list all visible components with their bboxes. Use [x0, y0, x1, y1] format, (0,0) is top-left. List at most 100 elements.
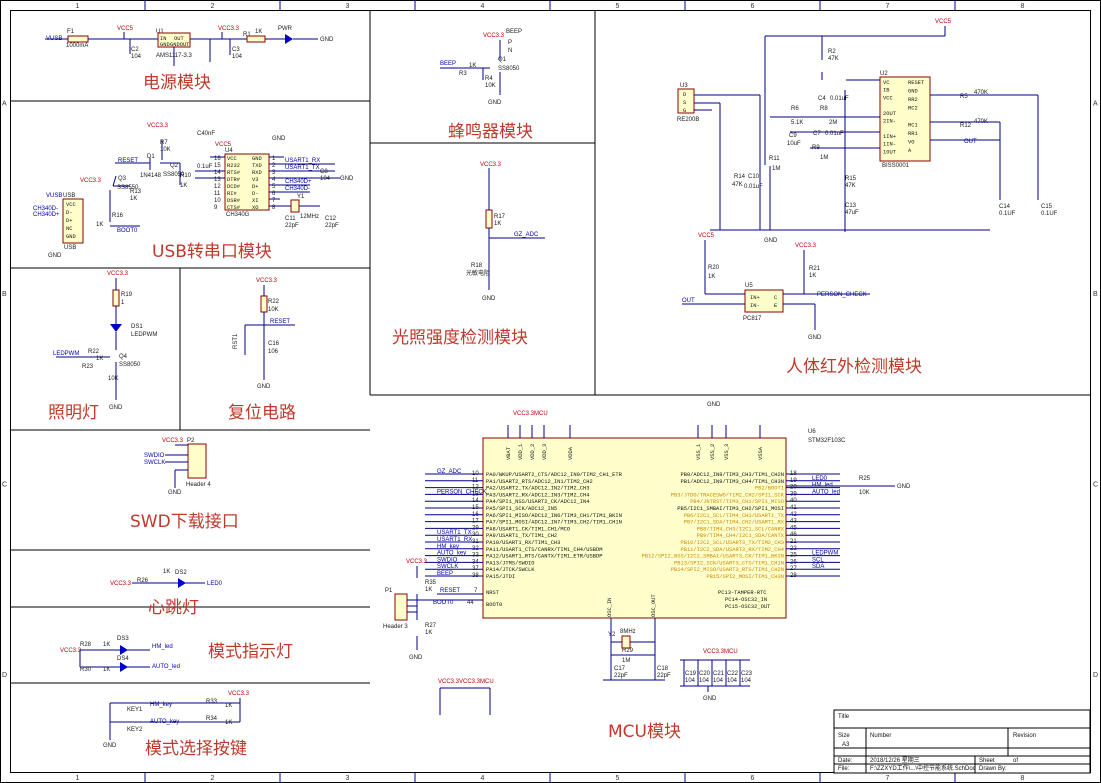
- mcu-right-pin: PB13/SPI2_SCK/USART3_CTS/TIM1_CH1N: [674, 560, 784, 566]
- u1-in: IN: [160, 36, 166, 42]
- beep-r4-val: 10K: [485, 83, 496, 89]
- mk-r33-val: 1K: [225, 703, 232, 709]
- mcu-cap-ref: C20: [699, 671, 711, 677]
- pwr-led-label: PWR: [278, 26, 293, 32]
- mcu-left-net: USART1_RX: [437, 537, 472, 543]
- reset-vcc33: VCC3.3: [256, 278, 278, 284]
- mcu-left-pin: PA2/USART2_TX/ADC12_IN2/TIM2_CH3: [486, 486, 590, 492]
- u3-pin: G: [683, 108, 686, 114]
- mcu-left-net: HM_key: [437, 544, 459, 550]
- pir-r5: R5: [960, 94, 968, 100]
- lux-r17-val: 1K: [494, 221, 501, 227]
- mcu-r29-val: 1M: [622, 658, 630, 664]
- ml-r28-val: 1K: [103, 642, 110, 648]
- u4-pin-num: 2: [272, 163, 276, 169]
- pir-out-2: OUT: [682, 298, 695, 304]
- usb-c8-val: 104: [320, 176, 331, 182]
- usb-vcc5: VCC5: [215, 142, 232, 148]
- u1-gnd: GND: [160, 42, 170, 48]
- u4-pin-num: 10: [214, 198, 221, 204]
- pir-c15-val: 0.1UF: [1041, 211, 1058, 217]
- crystal-y1: [290, 199, 300, 213]
- u2-pin-right: GND: [908, 89, 918, 95]
- r1-value: 1K: [255, 29, 262, 35]
- ml-auto-led: AUTO_led: [152, 664, 180, 670]
- u2-pin-left: 2IN-: [883, 119, 896, 125]
- mcu-boot0: BOOT0: [486, 602, 502, 608]
- u4-pins: VCC16R23215RTS#14DTR#13DCD#12RI#11DSR#10…: [214, 156, 276, 211]
- u4-pin-right: V3: [252, 177, 258, 183]
- mcu-left-pin: PA8/USART1_CK/TIM1_CH1/MCO: [486, 526, 570, 532]
- usart1-tx-net: USART1_TX: [285, 165, 320, 171]
- u2-pin-left: 2OUT: [883, 111, 897, 117]
- pir-r2: R2: [828, 49, 836, 55]
- pir-r20-val: 1K: [708, 274, 715, 280]
- tb-of: of: [1013, 758, 1018, 764]
- mcu-top-pin: VBAT: [506, 446, 512, 460]
- usb-connector: [62, 198, 84, 244]
- usb-r10: R10: [180, 173, 192, 179]
- mk-hm-key: HM_key: [150, 702, 172, 708]
- swd-header: [187, 443, 207, 479]
- mcu-left-pin: PA14/JTCK/SWCLK: [486, 567, 535, 573]
- u4-pin-right: XO: [252, 205, 258, 211]
- pir-r12: R12: [960, 123, 972, 129]
- mcu-right-pin: PB7/I2C1_SDA/TIM4_CH2/USART1_RX: [684, 520, 785, 526]
- usb-c12: C12: [325, 216, 337, 222]
- col-label: 3: [346, 775, 350, 782]
- mcu-left-pin: PA12/USART1_RTS/CANTX/TIM1_ETR/USBDP: [486, 554, 602, 560]
- ic-biss0001: [879, 76, 931, 162]
- power-module: VCC5 VCC3.3 VUSB F1 1000mA U1 IN OUT GND…: [45, 26, 334, 66]
- mcu-u6: U6: [808, 429, 816, 435]
- title-mcu: MCU模块: [608, 722, 681, 742]
- u2-pin-left: IB: [883, 88, 890, 94]
- pir-gnd: GND: [764, 238, 778, 244]
- u2-pin-right: RR2: [908, 97, 918, 103]
- mcu-left-pin: PA0/WKUP/USART2_CTS/ADC12_IN0/TIM2_CH1_E…: [486, 472, 623, 478]
- title-heartbeat: 心跳灯: [148, 598, 199, 618]
- mcu-right-pin: PB0/ADC12_IN8/TIM3_CH3/TIM1_CH2N: [680, 472, 784, 478]
- u4-pin-left: DTR#: [227, 177, 241, 183]
- mk-key2: KEY2: [127, 727, 143, 733]
- usb-r7: R7: [160, 140, 168, 146]
- u4-pin-num: 13: [214, 177, 221, 183]
- usb-y1: Y1: [297, 194, 305, 200]
- usb-c11: C11: [285, 216, 296, 222]
- beep-r3-val: 1K: [469, 63, 476, 69]
- col-label: 5: [616, 3, 620, 10]
- light-r19-val: 1: [121, 300, 125, 306]
- usb-module: VCC3.3 VCC5 C40nF GND RESET D1 1N4148 R7…: [33, 123, 354, 259]
- pir-vcc33: VCC3.3: [795, 243, 817, 249]
- mcu-top-pin: VSSA: [758, 446, 764, 460]
- pir-r8: R8: [820, 106, 828, 112]
- pir-person-check: PERSON_CHECK: [817, 292, 867, 298]
- mcu-right-net: LED0: [812, 476, 828, 482]
- row-label: B: [2, 291, 7, 298]
- usb-q3: Q3: [118, 176, 127, 182]
- pir-r9-val: 1M: [820, 155, 828, 161]
- mcu-left-pin: PA11/USART1_CTS/CANRX/TIM1_CH4/USBDM: [486, 547, 602, 553]
- mcu-cap-ref: C22: [727, 671, 739, 677]
- reset-module: VCC3.3 R22 10K RESET RST1 C16 106 GND: [233, 278, 295, 390]
- hb-ds2: DS2: [175, 570, 187, 576]
- tb-date: Date:: [838, 758, 853, 764]
- mk-r34-val: 1K: [225, 720, 232, 726]
- col-label: 2: [211, 775, 215, 782]
- fuse-f1: [67, 35, 89, 43]
- beep-module: VCC3.3 BEEP P N BEEP R3 1K Q1 SS8050 R4 …: [440, 29, 522, 106]
- vcc5-label: VCC5: [117, 26, 134, 32]
- mcu-cap-ref: C19: [685, 671, 697, 677]
- usb-pin: NC: [66, 226, 72, 232]
- mcu-vcc33-bottom: VCC3.3VCC3.3MCU: [438, 679, 494, 685]
- c3-ref: C3: [232, 47, 240, 53]
- u2-pin-right: VO: [908, 140, 914, 146]
- u4-pin-left: VCC: [227, 156, 237, 162]
- row-label: D: [2, 672, 7, 679]
- mk-r34: R34: [206, 716, 218, 722]
- usb-c8: C8: [320, 169, 328, 175]
- u2-pin-right: RC2: [908, 106, 918, 112]
- mk-key1: KEY1: [127, 707, 143, 713]
- u4-pin-num: 6: [272, 191, 276, 197]
- pir-c15: C15: [1041, 204, 1053, 210]
